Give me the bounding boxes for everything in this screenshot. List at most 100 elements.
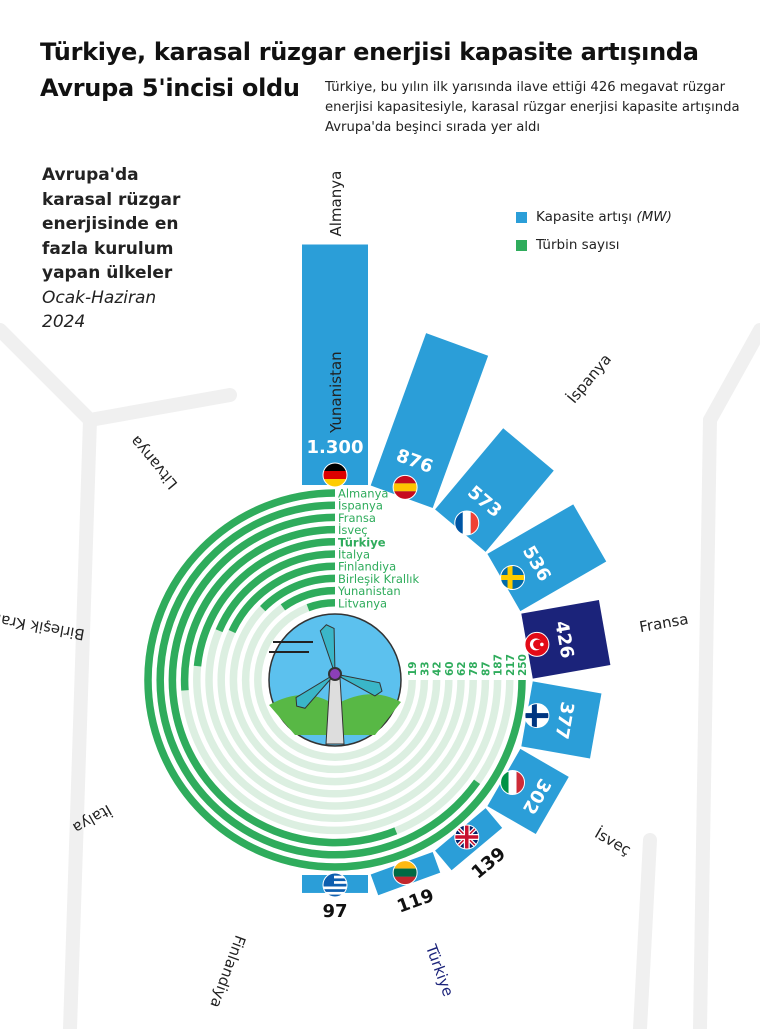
flag-icon-7 — [454, 824, 480, 850]
flag-body — [500, 770, 525, 795]
flag-border — [322, 462, 348, 488]
side-line: karasal rüzgar — [42, 189, 181, 210]
side-line: yapan ülkeler — [42, 263, 173, 283]
flag-stripe — [323, 873, 347, 876]
title-line-1: Türkiye, karasal rüzgar enerjisi kapasit… — [40, 38, 699, 66]
flag-body — [393, 475, 418, 500]
country-label: Birleşik Krallık — [0, 607, 86, 643]
flag-icon-2 — [454, 510, 480, 536]
country-label: Yunanistan — [327, 351, 345, 434]
ring-country-label: İsveç — [338, 522, 368, 537]
flag-icon-5 — [524, 703, 550, 729]
turbine-ring-4 — [193, 538, 336, 667]
ring-country-label: Türkiye — [338, 535, 386, 549]
flag-icon-3 — [500, 565, 526, 590]
ring-country-label: İtalya — [338, 547, 370, 562]
period-label: Ocak-Haziran — [42, 287, 157, 308]
ring-value-label: 250 — [517, 654, 529, 676]
country-label: İtalya — [70, 801, 116, 838]
ring-country-label: Almanya — [338, 487, 388, 501]
star — [540, 642, 544, 647]
flag-stripe — [393, 860, 418, 869]
flag-stripe — [393, 491, 418, 500]
flag-stripe — [508, 770, 517, 795]
side-line: Avrupa'da — [42, 165, 139, 185]
flag-border — [500, 565, 526, 590]
flag-body — [323, 463, 347, 487]
ring-value-label: 217 — [505, 654, 517, 676]
bar-value-label: 97 — [322, 901, 347, 922]
flag-stripe — [323, 471, 347, 479]
side-line: fazla kurulum — [42, 238, 174, 259]
side-heading: Avrupa'da karasal rüzgar enerjisinde en … — [42, 163, 180, 335]
legend-label: Kapasite artışı — [536, 209, 633, 225]
flag-canton — [323, 873, 334, 884]
bar-value-label: 119 — [394, 885, 436, 918]
country-label: Almanya — [327, 171, 345, 237]
legend-label: Türbin sayısı — [536, 237, 620, 253]
title-line-2: Avrupa 5'incisi oldu — [40, 74, 300, 102]
flag-stripe — [393, 868, 418, 877]
turbine-ring-0 — [144, 489, 526, 871]
ring-value-label: 62 — [456, 661, 468, 676]
ring-value-label: 87 — [480, 661, 492, 676]
flag-border — [524, 703, 550, 729]
ring-country-label: İspanya — [338, 498, 383, 513]
flag-cross — [531, 703, 537, 728]
ring-track — [254, 599, 416, 761]
turbine-ring-1 — [156, 501, 481, 859]
flag-stripe — [323, 894, 347, 897]
turbine-ring-2 — [168, 513, 398, 847]
flag-border — [500, 770, 526, 795]
flag-cross — [500, 575, 525, 580]
flag-icon-0 — [322, 462, 348, 488]
bar-value-label: 1.300 — [307, 437, 364, 458]
turbine-ring-5 — [215, 550, 336, 633]
bar-group-9: 97 Yunanistan — [302, 351, 368, 922]
subtitle: Türkiye, bu yılın ilk yarısında ilave et… — [325, 80, 740, 135]
flag-border — [392, 474, 418, 500]
flag-body — [500, 565, 525, 590]
flag-icon-9 — [322, 872, 348, 898]
blade — [295, 673, 336, 709]
flag-stripe — [323, 889, 347, 892]
country-label: Litvanya — [126, 432, 181, 493]
ring-country-label: Birleşik Krallık — [338, 572, 419, 586]
flag-stripe — [393, 483, 418, 492]
flag-stripe — [393, 876, 418, 885]
period-year: 2024 — [42, 312, 86, 332]
ring-country-label: Yunanistan — [337, 584, 401, 598]
flag-body — [524, 632, 549, 657]
legend: Kapasite artışı (MW) Türbin sayısı — [516, 209, 672, 265]
flag-cross — [454, 825, 479, 850]
flag-border — [392, 860, 418, 886]
flag-body — [524, 703, 549, 728]
flag-icon-1 — [392, 474, 418, 500]
legend-swatch-green — [516, 239, 527, 251]
flag-stripe — [500, 770, 509, 795]
flag-stripe — [393, 475, 418, 484]
turbine-ring-7 — [260, 574, 336, 612]
ring-track — [241, 586, 429, 774]
page-title: Türkiye, karasal rüzgar enerjisi kapasit… — [40, 34, 699, 106]
crescent-cut — [533, 639, 543, 650]
turbine-ring-9 — [306, 599, 336, 612]
ring-country-label: Finlandiya — [338, 560, 396, 574]
turbine-ring-6 — [228, 562, 336, 634]
flag-border — [322, 872, 348, 898]
flag-stripe — [323, 878, 347, 882]
flag-stripe — [516, 770, 525, 795]
legend-swatch-blue — [516, 211, 527, 223]
country-label: İspanya — [563, 350, 615, 407]
blade — [334, 673, 383, 697]
capacity-bar — [487, 748, 569, 835]
ring-country-label: Fransa — [338, 511, 376, 525]
flag-icon-8 — [392, 860, 418, 886]
